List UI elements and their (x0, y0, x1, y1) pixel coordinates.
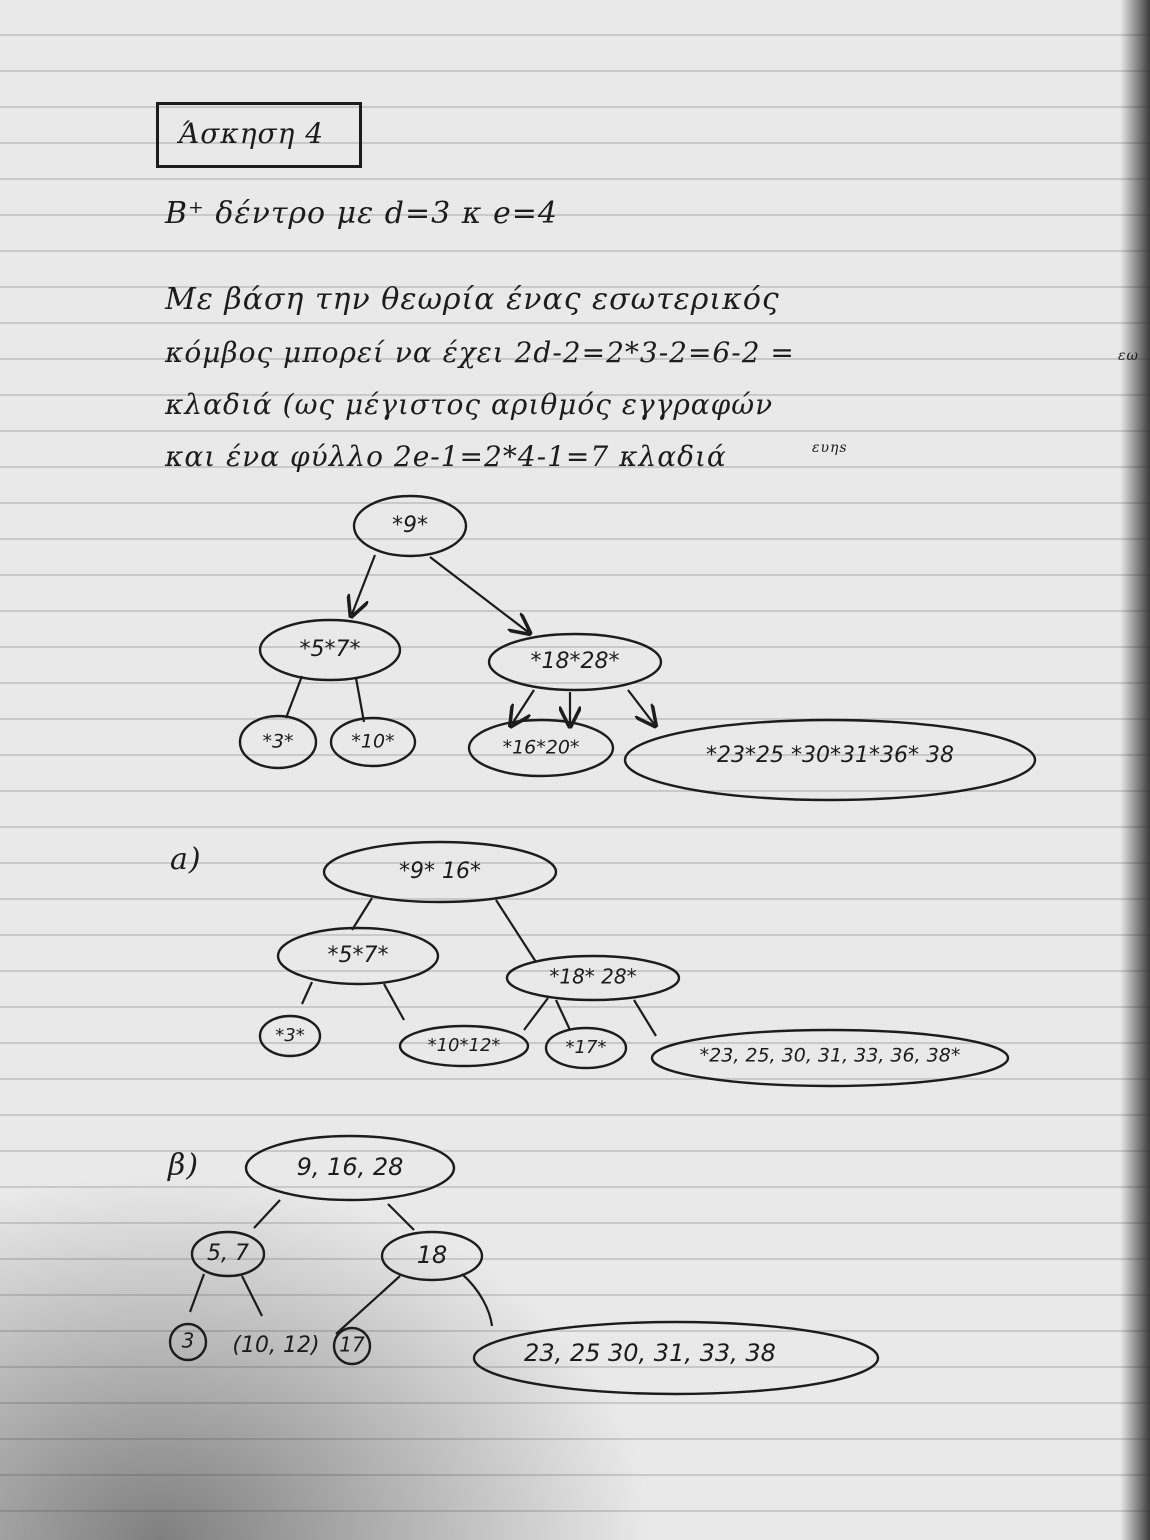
node-initial-right-label: *18*28* (531, 649, 620, 674)
leaf-a-1 (258, 1014, 322, 1058)
leaf-initial-3-label: *16*20* (503, 737, 580, 759)
edge-a-left-leaf2 (383, 983, 405, 1021)
tree-a: *9* 16* *5*7* *18* 28* *3* *10*12* *17* … (258, 840, 1010, 1088)
leaf-initial-2 (329, 716, 417, 768)
node-b-right (380, 1230, 484, 1282)
text-line-2: Με βάση την θεωρία ένας εσωτερικός (165, 282, 780, 317)
edge-left-leaf1 (284, 675, 304, 719)
leaf-initial-3 (467, 718, 615, 778)
edge-a-right-leaf2 (523, 997, 549, 1031)
text-line-1: B⁺ δέντρο με d=3 κ e=4 (165, 196, 558, 231)
edge-b-right-leaf4 (461, 1273, 494, 1327)
leaf-a-4-label: *23, 25, 30, 31, 33, 36, 38* (700, 1045, 961, 1067)
edge-a-left-leaf1 (300, 981, 314, 1005)
edge-b-root-right (387, 1203, 415, 1231)
edge-b-root-left (253, 1199, 281, 1229)
leaf-b-3 (332, 1326, 372, 1366)
node-b-right-label: 18 (417, 1241, 448, 1269)
node-b-root-label: 9, 16, 28 (297, 1153, 404, 1181)
edge-a-right-leaf3 (555, 999, 571, 1031)
page-title: Άσκηση 4 (179, 117, 325, 150)
leaf-initial-4 (623, 718, 1037, 802)
edge-b-right-leaf3 (335, 1275, 401, 1335)
side-note: εω (1118, 348, 1139, 364)
part-b-label: β) (168, 1148, 200, 1183)
edge-left-leaf2 (354, 677, 366, 723)
node-initial-left-label: *5*7* (300, 637, 361, 662)
leaf-initial-1-label: *3* (262, 731, 293, 753)
edge-root-right (429, 556, 528, 632)
edge-b-left-leaf1 (188, 1273, 206, 1313)
leaf-b-4 (472, 1320, 880, 1396)
node-b-left-label: 5, 7 (207, 1241, 249, 1266)
node-b-root (244, 1134, 456, 1202)
node-a-root (322, 840, 558, 904)
leaf-initial-2-label: *10* (351, 731, 394, 753)
edge-b-left-leaf2 (241, 1275, 263, 1317)
node-initial-root (352, 494, 468, 558)
node-a-root-label: *9* 16* (399, 859, 481, 884)
leaf-b-1-label: 3 (182, 1329, 195, 1353)
text-line-5: και ένα φύλλο 2e-1=2*4-1=7 κλαδιά (165, 440, 727, 473)
node-a-left (276, 926, 440, 986)
node-initial-right (487, 632, 663, 692)
leaf-b-1 (168, 1322, 208, 1362)
node-initial-left (258, 618, 402, 682)
leaf-a-1-label: *3* (275, 1025, 304, 1046)
node-a-right (505, 954, 681, 1002)
leaf-a-2 (398, 1024, 530, 1068)
edge-a-root-right (495, 899, 537, 963)
edge-right-leaf4 (627, 689, 654, 724)
edge-a-root-left (351, 897, 373, 931)
leaf-initial-1 (238, 714, 318, 770)
text-line-3: κόμβος μπορεί να έχει 2d-2=2*3-2=6-2 = (165, 336, 795, 369)
tree-initial: *9* *5*7* *18*28* *3* *10* *16*20* *23*2… (238, 494, 1037, 802)
leaf-b-4-label: 23, 25 30, 31, 33, 38 (524, 1339, 776, 1367)
node-b-left (190, 1230, 266, 1278)
node-initial-root-label: *9* (392, 513, 428, 538)
part-a-label: a) (170, 842, 202, 877)
leaf-a-3 (544, 1026, 628, 1070)
edge-root-left (352, 554, 377, 614)
notebook-binding-shadow (1120, 0, 1150, 1540)
leaf-initial-4-label: *23*25 *30*31*36* 38 (706, 743, 954, 768)
tree-b: 9, 16, 28 5, 7 18 3 (10, 12) 17 23, 25 3… (168, 1134, 880, 1396)
node-a-left-label: *5*7* (328, 943, 389, 968)
leaf-b-3-label: 17 (339, 1333, 365, 1357)
edge-a-right-leaf4 (633, 999, 657, 1037)
eq-note: ευηs (812, 440, 848, 456)
node-a-right-label: *18* 28* (549, 965, 636, 989)
text-line-4: κλαδιά (ως μέγιστος αριθμός εγγραφών (165, 388, 774, 421)
leaf-a-3-label: *17* (566, 1037, 607, 1058)
leaf-b-2-label: (10, 12) (232, 1333, 319, 1358)
leaf-a-2-label: *10*12* (428, 1035, 501, 1056)
title-box: Άσκηση 4 (156, 102, 362, 168)
edge-right-leaf3a (512, 689, 535, 724)
leaf-a-4 (650, 1028, 1010, 1088)
